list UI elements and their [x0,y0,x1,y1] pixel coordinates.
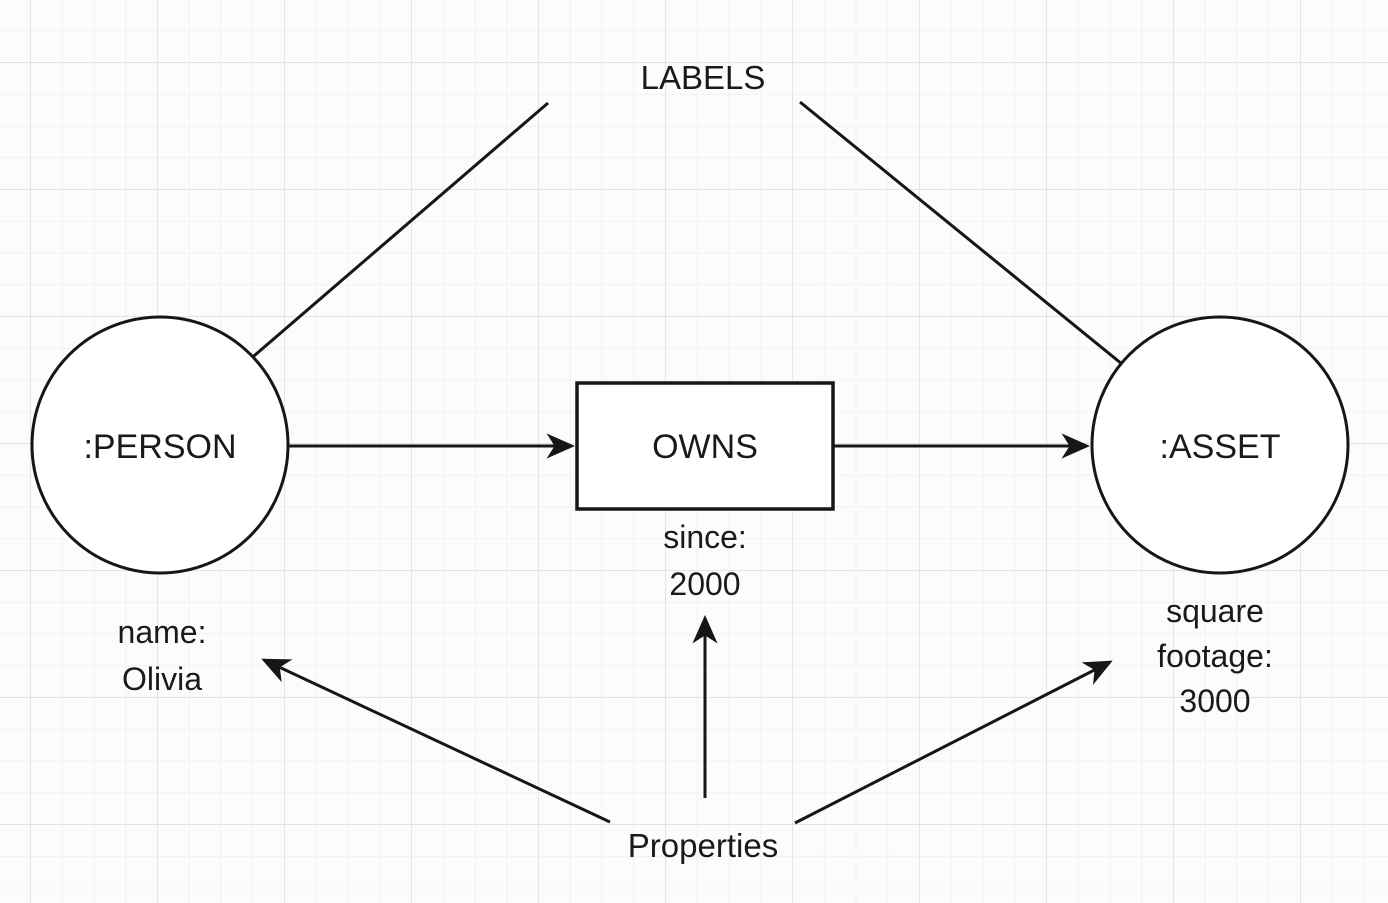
asset-property-text: square footage: 3000 [1157,593,1273,719]
owns-relationship-box [575,381,835,511]
owns-relationship-label: OWNS [652,428,758,466]
properties-arrow-to-asset-property [794,660,1113,825]
person-property-line-2: Olivia [122,661,202,697]
person-property-line-1: name: [118,614,207,650]
relationship-property-text: since: 2000 [663,519,747,602]
properties-annotation-title: Properties [628,827,778,864]
relationship-property-line-1: since: [663,519,747,555]
asset-node-circle [1090,315,1350,575]
relationship-property-line-2: 2000 [669,566,740,602]
person-property-text: name: Olivia [118,614,207,697]
person-node-circle [30,315,290,575]
asset-node-label: :ASSET [1160,428,1281,466]
asset-property-line-1: square [1166,593,1264,629]
labels-arrow-to-asset [799,100,1179,410]
properties-arrow-to-person-property [261,658,611,824]
asset-property-line-3: 3000 [1179,683,1250,719]
labels-arrow-to-person [195,101,549,406]
person-node-label: :PERSON [83,428,236,466]
asset-property-line-2: footage: [1157,638,1273,674]
labels-annotation-title: LABELS [641,59,766,96]
